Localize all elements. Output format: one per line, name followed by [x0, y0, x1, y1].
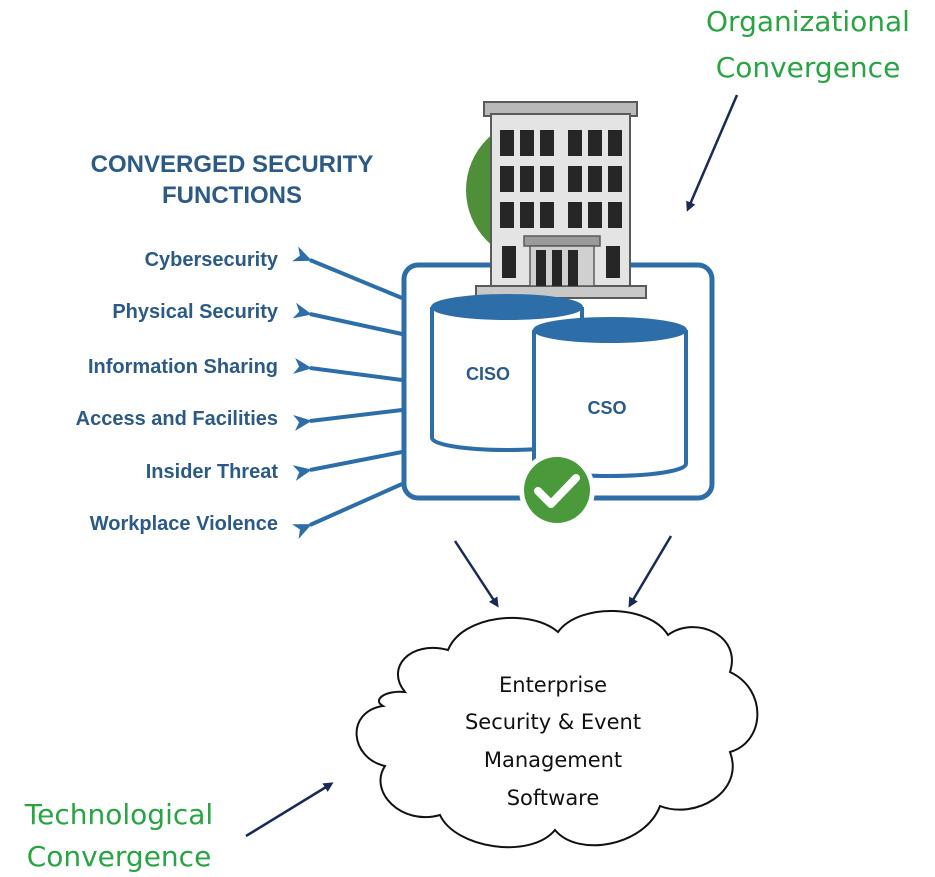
- arrow-workplace-violence: [292, 482, 403, 539]
- function-cybersecurity: Cybersecurity: [145, 249, 279, 271]
- arrow-cybersecurity: [292, 246, 403, 300]
- heading-line-2: FUNCTIONS: [162, 182, 302, 209]
- heading-line-1: CONVERGED SECURITY: [91, 151, 374, 178]
- building-icon: [475, 101, 647, 299]
- arrow-information-sharing: [293, 357, 403, 382]
- function-access-and-facilities: Access and Facilities: [76, 408, 278, 430]
- cloud-line-4: Software: [507, 786, 600, 810]
- organizational-label-line-1: Organizational: [706, 5, 910, 38]
- organizational-label-line-2: Convergence: [716, 51, 901, 84]
- frame-to-cloud-arrow-right: [628, 535, 673, 608]
- arrow-physical-security: [292, 302, 403, 336]
- function-physical-security: Physical Security: [112, 301, 279, 323]
- arrow-access-and-facilities: [293, 408, 403, 431]
- technological-label-line-1: Technological: [24, 798, 213, 831]
- checkmark-icon: [519, 452, 595, 528]
- function-information-sharing: Information Sharing: [88, 356, 278, 378]
- ciso-label: CISO: [466, 364, 510, 384]
- function-insider-threat: Insider Threat: [146, 461, 279, 483]
- technological-arrow: [245, 782, 334, 838]
- cloud-line-3: Management: [484, 748, 622, 772]
- technological-label-line-2: Convergence: [27, 840, 212, 873]
- cso-cylinder: [532, 317, 688, 478]
- function-workplace-violence: Workplace Violence: [90, 513, 278, 535]
- cloud-line-2: Security & Event: [465, 710, 641, 734]
- arrow-insider-threat: [292, 450, 403, 481]
- cloud-shape: [355, 610, 759, 849]
- organizational-arrow: [686, 94, 739, 212]
- cso-label: CSO: [587, 398, 626, 418]
- cloud-line-1: Enterprise: [499, 673, 607, 697]
- frame-to-cloud-arrow-left: [453, 540, 499, 608]
